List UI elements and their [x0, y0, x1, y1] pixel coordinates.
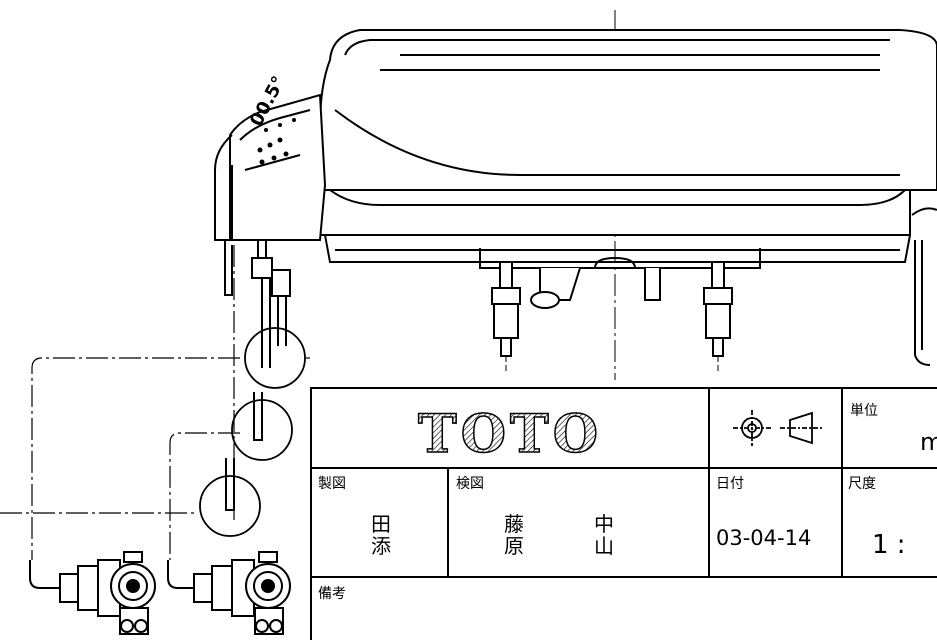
drafted-by-line-1: 田: [371, 512, 391, 536]
mounting-bolts: [491, 261, 733, 357]
checker-b-line-1: 中: [594, 512, 614, 536]
supply-hoses: [224, 240, 291, 511]
unit-label: 単位: [850, 403, 878, 419]
control-panel-markings: [257, 118, 296, 165]
toilet-seat-unit: [214, 29, 937, 366]
projection-symbol: [733, 410, 822, 446]
remarks-label: 備考: [318, 586, 346, 602]
drafted-label: 製図: [318, 476, 346, 492]
stop-valve-right: [167, 551, 291, 635]
scale-label: 尺度: [848, 476, 876, 492]
checker-a-line-1: 藤: [504, 512, 524, 536]
checker-b-line-2: 山: [594, 534, 614, 558]
unit-value: m: [920, 428, 937, 456]
checked-label: 検図: [456, 476, 484, 492]
scale-value: 1 :: [872, 530, 906, 560]
routing-lines: [0, 245, 310, 560]
stop-valve-left: [29, 551, 156, 635]
checker-a-line-2: 原: [504, 534, 524, 558]
title-block-grid: [310, 387, 937, 640]
routing-circles: [199, 327, 306, 537]
toto-logo: TOTO: [418, 404, 602, 465]
date-label: 日付: [716, 476, 744, 492]
drafted-by-line-2: 添: [371, 534, 391, 558]
date-value: 03-04-14: [716, 526, 812, 550]
